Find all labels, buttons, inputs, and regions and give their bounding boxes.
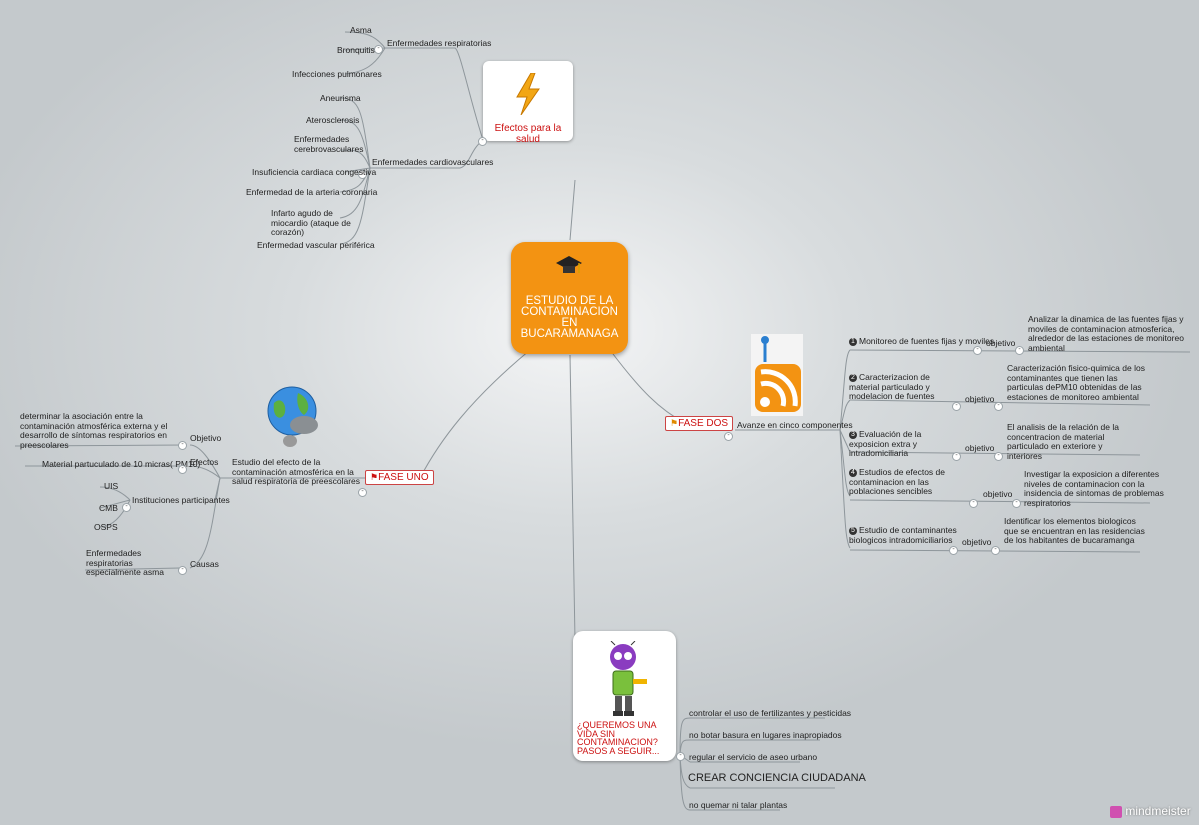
- paso-item: no botar basura en lugares inapropiados: [689, 730, 842, 740]
- collapse-toggle-icon[interactable]: -: [122, 503, 131, 512]
- objetivo-label: objetivo: [965, 394, 995, 404]
- collapse-toggle-icon[interactable]: -: [952, 402, 961, 411]
- collapse-toggle-icon[interactable]: -: [478, 137, 487, 146]
- efectos-label: Efectos: [190, 457, 219, 467]
- component-text: Evaluación de la exposicion extra y intr…: [849, 429, 922, 458]
- component-objective-text: Analizar la dinamica de las fuentes fija…: [1028, 314, 1184, 353]
- number-four-icon: 4: [849, 468, 857, 477]
- collapse-toggle-icon[interactable]: -: [676, 752, 685, 761]
- earth-icon: [267, 386, 318, 447]
- rss-icon: [751, 334, 803, 416]
- alien-robot-icon: [610, 641, 647, 716]
- objetivo-label: objetivo: [983, 489, 1013, 499]
- salud-item: Infecciones pulmonares: [292, 69, 382, 79]
- component-text: Estudios de efectos de contaminacion en …: [849, 467, 946, 496]
- collapse-toggle-icon[interactable]: -: [949, 546, 958, 555]
- objetivo-label: Objetivo: [190, 433, 222, 443]
- fase-uno-label: FASE UNO: [378, 472, 429, 483]
- collapse-toggle-icon[interactable]: -: [178, 465, 187, 474]
- salud-node[interactable]: Efectos para la salud: [483, 61, 573, 145]
- institucion-item: OSPS: [94, 522, 118, 532]
- lightning-icon: [516, 73, 540, 115]
- collapse-toggle-icon[interactable]: -: [973, 346, 982, 355]
- fase-dos-node[interactable]: ⚑FASE DOS: [665, 416, 734, 431]
- number-three-icon: 3: [849, 430, 857, 439]
- salud-item: Bronquitis: [337, 45, 375, 55]
- collapse-toggle-icon[interactable]: -: [724, 432, 733, 441]
- fase-uno-node[interactable]: ⚑FASE UNO: [365, 470, 434, 485]
- collapse-toggle-icon[interactable]: -: [952, 452, 961, 461]
- institucion-item: CMB: [99, 503, 118, 513]
- mindmeister-icon: [1110, 805, 1122, 818]
- avance-label: Avanze en cinco componentes: [737, 420, 853, 430]
- central-title: ESTUDIO DE LA CONTAMINACION EN BUCARAMAN…: [520, 295, 619, 340]
- salud-item: Aterosclerosis: [306, 115, 360, 125]
- instituciones-label: Instituciones participantes: [132, 495, 230, 505]
- paso-item: regular el servicio de aseo urbano: [689, 752, 818, 762]
- collapse-toggle-icon[interactable]: -: [994, 402, 1003, 411]
- collapse-toggle-icon[interactable]: -: [358, 170, 367, 179]
- salud-item: Asma: [350, 25, 372, 35]
- collapse-toggle-icon[interactable]: -: [374, 45, 383, 54]
- flag-icon: ⚑: [370, 472, 379, 482]
- collapse-toggle-icon[interactable]: -: [991, 546, 1000, 555]
- paso-item: no quemar ni talar plantas: [689, 800, 788, 810]
- number-five-icon: 5: [849, 526, 857, 535]
- pasos-label: ¿QUEREMOS UNA VIDA SIN CONTAMINACION?PAS…: [577, 720, 660, 756]
- causas-text: Enfermedades respiratorias especialmente…: [86, 548, 164, 577]
- pasos-node[interactable]: ¿QUEREMOS UNA VIDA SIN CONTAMINACION?PAS…: [573, 631, 676, 761]
- component-objective-text: Caracterización fisico-quimica de los co…: [1007, 363, 1145, 402]
- collapse-toggle-icon[interactable]: -: [178, 566, 187, 575]
- collapse-toggle-icon[interactable]: -: [969, 499, 978, 508]
- salud-item: Infarto agudo de miocardio (ataque de co…: [271, 208, 351, 237]
- causas-label: Causas: [190, 559, 219, 569]
- cardiovasculares-label: Enfermedades cardiovasculares: [372, 157, 494, 167]
- fase-dos-label: FASE DOS: [678, 418, 729, 429]
- component-text: Caracterizacion de material particulado …: [849, 372, 935, 401]
- efectos-text: Material partuculado de 10 micras( PM10): [42, 459, 201, 469]
- mindmeister-brand: mindmeister: [1125, 804, 1191, 818]
- salud-item: Enfermedad vascular periférica: [257, 240, 375, 250]
- objetivo-label: objetivo: [986, 338, 1016, 348]
- component-text: Monitoreo de fuentes fijas y moviles: [859, 336, 995, 346]
- collapse-toggle-icon[interactable]: -: [994, 452, 1003, 461]
- objetivo-text: determinar la asociación entre la contam…: [20, 411, 168, 450]
- number-two-icon: 2: [849, 373, 857, 382]
- collapse-toggle-icon[interactable]: -: [358, 488, 367, 497]
- paso-item-highlight: CREAR CONCIENCIA CIUDADANA: [688, 772, 866, 784]
- collapse-toggle-icon[interactable]: -: [1012, 499, 1021, 508]
- salud-item: Aneurisma: [320, 93, 361, 103]
- collapse-toggle-icon[interactable]: -: [178, 441, 187, 450]
- objetivo-label: objetivo: [962, 537, 992, 547]
- component-objective-text: Identificar los elementos biologicos que…: [1004, 516, 1145, 545]
- graduation-cap-icon: [556, 256, 582, 273]
- salud-item: Enfermedad de la arteria coronaria: [246, 187, 378, 197]
- respiratorias-label: Enfermedades respiratorias: [387, 38, 492, 48]
- paso-item: controlar el uso de fertilizantes y pest…: [689, 708, 852, 718]
- component-objective-text: Investigar la exposicion a diferentes ni…: [1024, 469, 1164, 508]
- salud-item: Insuficiencia cardiaca congestiva: [252, 167, 377, 177]
- central-node[interactable]: ESTUDIO DE LA CONTAMINACION EN BUCARAMAN…: [511, 242, 628, 354]
- salud-item: Enfermedades cerebrovasculares: [294, 134, 364, 154]
- salud-label: Efectos para la salud: [494, 123, 562, 145]
- mindmeister-logo[interactable]: mindmeister: [1110, 804, 1191, 818]
- component-text: Estudio de contaminantes biologicos intr…: [849, 525, 957, 545]
- component-objective-text: El analisis de la relación de la concent…: [1007, 422, 1119, 461]
- institucion-item: UIS: [104, 481, 119, 491]
- objetivo-label: objetivo: [965, 443, 995, 453]
- flag-icon: ⚑: [670, 418, 679, 428]
- collapse-toggle-icon[interactable]: -: [1015, 346, 1024, 355]
- number-one-icon: 1: [849, 337, 857, 346]
- fase-uno-estudio: Estudio del efecto de la contaminación a…: [232, 457, 361, 486]
